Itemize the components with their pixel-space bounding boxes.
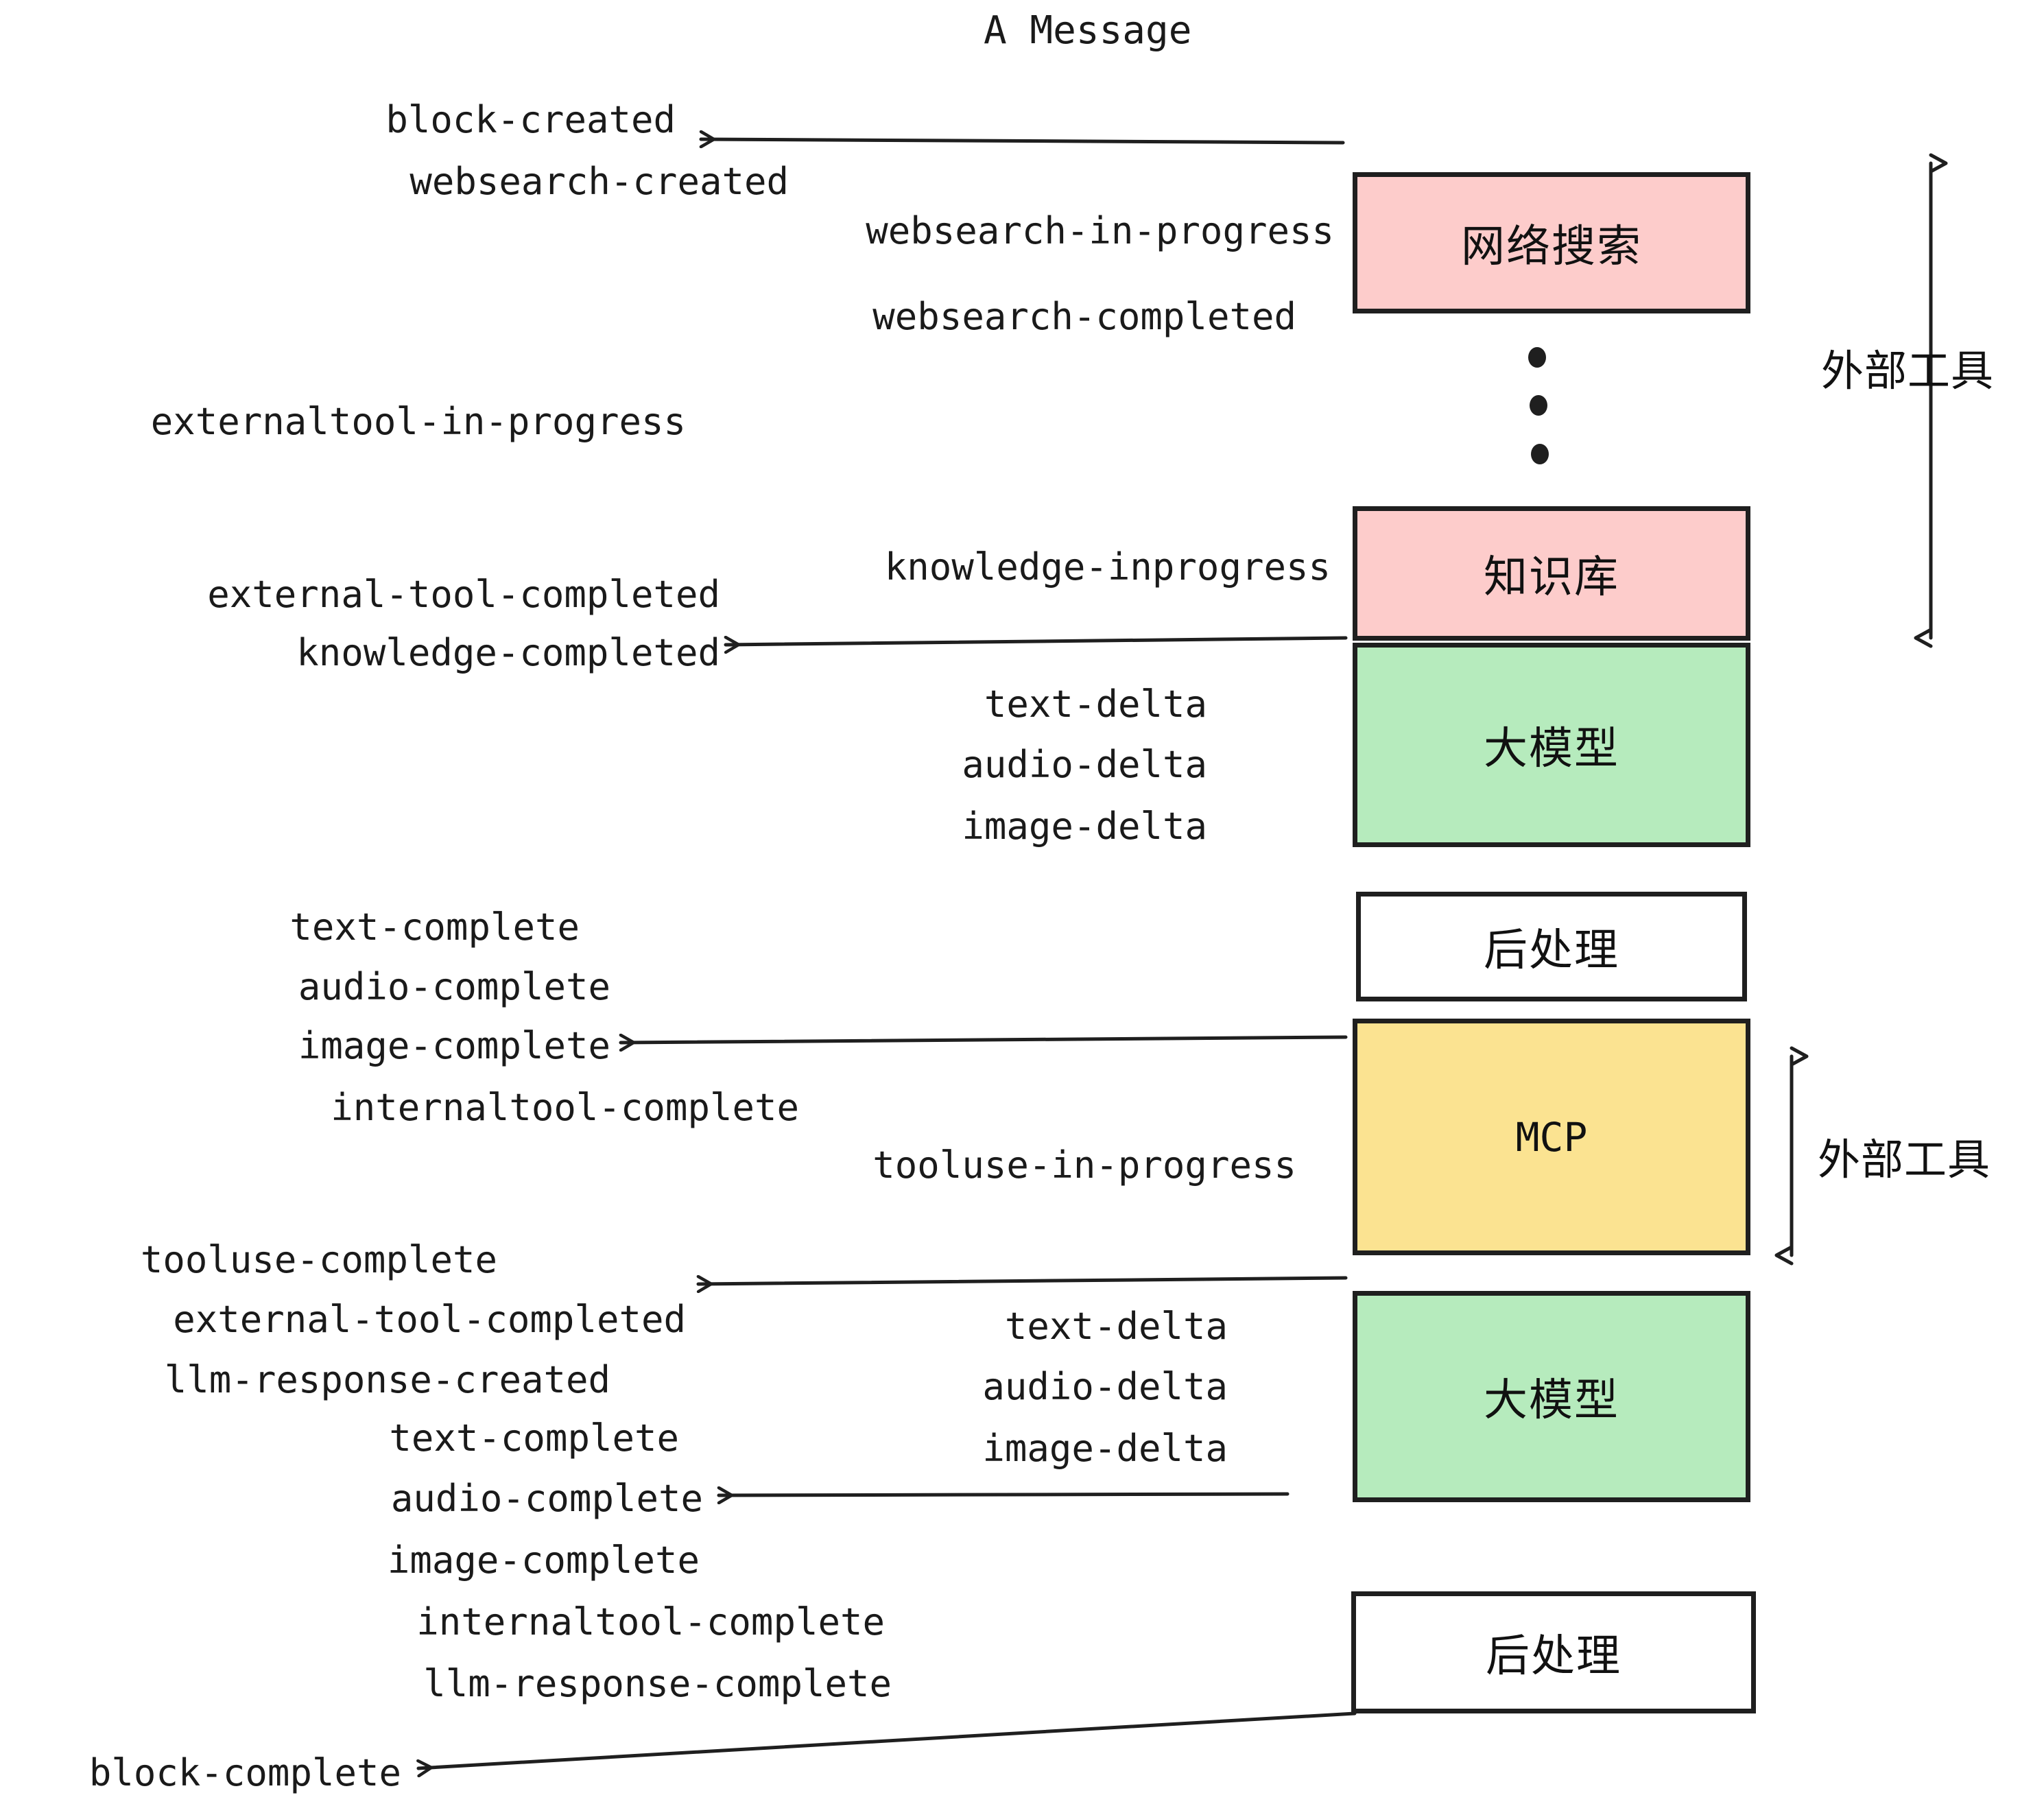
event-label-websearch-created: websearch-created: [409, 160, 789, 203]
node-llm-top: 大模型: [1353, 643, 1750, 847]
event-label-llm-response-created: llm-response-created: [164, 1358, 610, 1401]
node-label: 知识库: [1484, 552, 1619, 603]
event-label-image-delta-2: image-delta: [982, 1427, 1228, 1470]
page-title: A Message: [984, 8, 1192, 53]
event-label-external-tool-completed-1: external-tool-completed: [207, 573, 720, 616]
arrow-block-complete: [418, 1711, 1357, 1768]
event-label-externaltool-in-progress: externaltool-in-progress: [150, 400, 686, 443]
event-label-internaltool-complete-1: internaltool-complete: [331, 1086, 799, 1129]
node-label: MCP: [1515, 1113, 1588, 1161]
event-label-tooluse-complete: tooluse-complete: [140, 1238, 497, 1281]
node-mcp: MCP: [1353, 1019, 1750, 1255]
node-label: 网络搜索: [1461, 222, 1642, 272]
arrow-tooluse-complete: [696, 1278, 1348, 1284]
arrow-audio-complete: [717, 1494, 1290, 1495]
event-label-audio-delta-1: audio-delta: [962, 743, 1207, 786]
node-postprocess-top: 后处理: [1356, 892, 1747, 1001]
event-label-text-complete-1: text-complete: [289, 905, 580, 949]
event-label-audio-complete-2: audio-complete: [390, 1477, 703, 1520]
node-llm-bottom: 大模型: [1353, 1291, 1750, 1502]
node-label: 后处理: [1486, 1631, 1621, 1682]
event-label-external-tool-completed-2: external-tool-completed: [173, 1298, 686, 1341]
node-postprocess-bot: 后处理: [1351, 1591, 1756, 1713]
node-label: 大模型: [1484, 724, 1619, 774]
ellipsis-dot: [1528, 347, 1546, 368]
event-label-audio-delta-2: audio-delta: [982, 1365, 1228, 1408]
scope-label-external-tools-bottom: 外部工具: [1818, 1135, 1991, 1185]
node-label: 后处理: [1484, 925, 1619, 976]
event-label-block-complete: block-complete: [88, 1751, 401, 1794]
event-label-llm-response-complete: llm-response-complete: [423, 1662, 892, 1705]
event-label-text-delta-2: text-delta: [1004, 1305, 1228, 1348]
ellipsis-dot: [1530, 395, 1547, 416]
event-label-image-complete-2: image-complete: [387, 1539, 700, 1582]
event-label-knowledge-completed: knowledge-completed: [296, 631, 720, 674]
event-label-audio-complete-1: audio-complete: [298, 965, 610, 1008]
event-label-websearch-in-progress: websearch-in-progress: [866, 209, 1334, 252]
ellipsis-dot: [1531, 444, 1549, 464]
event-label-websearch-completed: websearch-completed: [872, 295, 1296, 338]
node-label: 大模型: [1484, 1375, 1619, 1426]
scope-label-external-tools-top: 外部工具: [1821, 346, 1995, 396]
event-label-image-complete-1: image-complete: [298, 1024, 610, 1067]
event-label-internaltool-complete-2: internaltool-complete: [416, 1600, 885, 1643]
event-label-knowledge-inprogress: knowledge-inprogress: [884, 545, 1331, 589]
event-label-text-delta-1: text-delta: [984, 683, 1207, 726]
event-label-image-delta-1: image-delta: [962, 805, 1207, 848]
arrow-image-complete: [619, 1037, 1348, 1043]
event-label-text-complete-2: text-complete: [389, 1416, 679, 1460]
node-knowledge: 知识库: [1353, 506, 1750, 641]
event-label-block-created: block-created: [385, 98, 676, 141]
node-websearch: 网络搜索: [1353, 172, 1750, 313]
event-label-tooluse-in-progress: tooluse-in-progress: [872, 1143, 1296, 1187]
arrow-block-created: [699, 139, 1345, 143]
arrow-knowledge-completed: [724, 638, 1348, 645]
